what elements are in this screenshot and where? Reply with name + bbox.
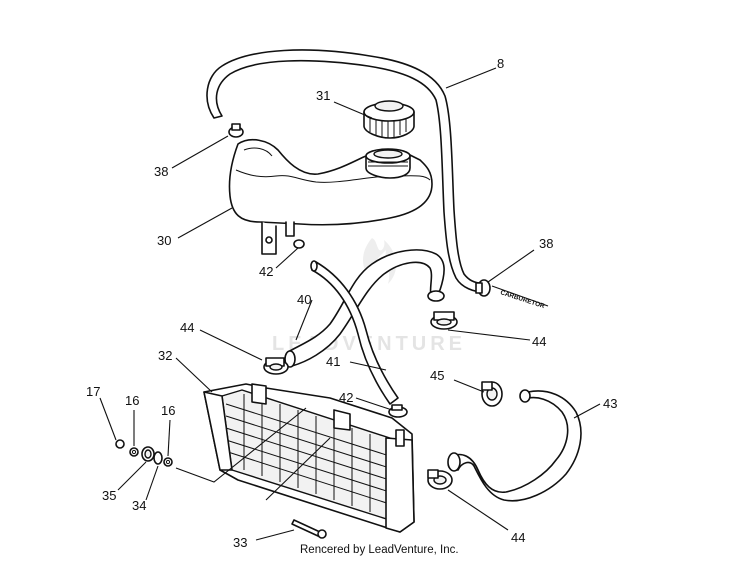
hose-clamp-44-mid <box>430 311 458 330</box>
leader-lines <box>99 67 601 541</box>
carburetor-tag: CARBURETOR <box>491 285 549 310</box>
callout-labels: 8 31 38 30 42 40 44 32 41 42 44 38 45 43… <box>86 56 617 550</box>
radiator-cap-31 <box>363 100 415 139</box>
callout-31: 31 <box>316 88 330 103</box>
nut-17 <box>115 439 125 449</box>
callout-35: 35 <box>102 488 116 503</box>
washer-16-left <box>129 447 139 457</box>
hose-clamp-38-lower <box>475 279 491 297</box>
coolant-reservoir-30 <box>228 138 433 255</box>
radiator-hose-43 <box>447 389 582 502</box>
callout-33: 33 <box>233 535 247 550</box>
callout-41: 41 <box>326 354 340 369</box>
render-credit: Rencered by LeadVenture, Inc. <box>300 544 459 556</box>
callout-16-left: 16 <box>125 393 139 408</box>
callout-32: 32 <box>158 348 172 363</box>
callout-38-upper: 38 <box>154 164 168 179</box>
callout-17: 17 <box>86 384 100 399</box>
callout-43: 43 <box>603 396 617 411</box>
hose-clamp-42-upper <box>293 239 305 249</box>
callout-30: 30 <box>157 233 171 248</box>
breather-hose-41 <box>310 260 399 405</box>
callout-44-mid: 44 <box>532 334 546 349</box>
bolt-33 <box>291 519 327 539</box>
callout-40: 40 <box>297 292 311 307</box>
callout-42-upper: 42 <box>259 264 273 279</box>
washer-16-right <box>163 457 173 467</box>
grommet-35 <box>141 446 155 462</box>
callout-44-left: 44 <box>180 320 194 335</box>
callout-34: 34 <box>132 498 146 513</box>
hose-clamp-44-left <box>263 357 289 375</box>
callout-42-lower: 42 <box>339 390 353 405</box>
carburetor-label: CARBURETOR <box>499 289 545 310</box>
callout-16-right: 16 <box>161 403 175 418</box>
hose-clamp-44-lower <box>427 469 453 490</box>
collar-34 <box>153 451 163 465</box>
hose-clamp-45 <box>481 381 503 407</box>
hose-clamp-42-lower <box>388 404 408 418</box>
callout-44-lower: 44 <box>511 530 525 545</box>
callout-38-lower: 38 <box>539 236 553 251</box>
callout-45: 45 <box>430 368 444 383</box>
hose-clamp-38-upper <box>228 123 244 138</box>
callout-8: 8 <box>497 56 504 71</box>
